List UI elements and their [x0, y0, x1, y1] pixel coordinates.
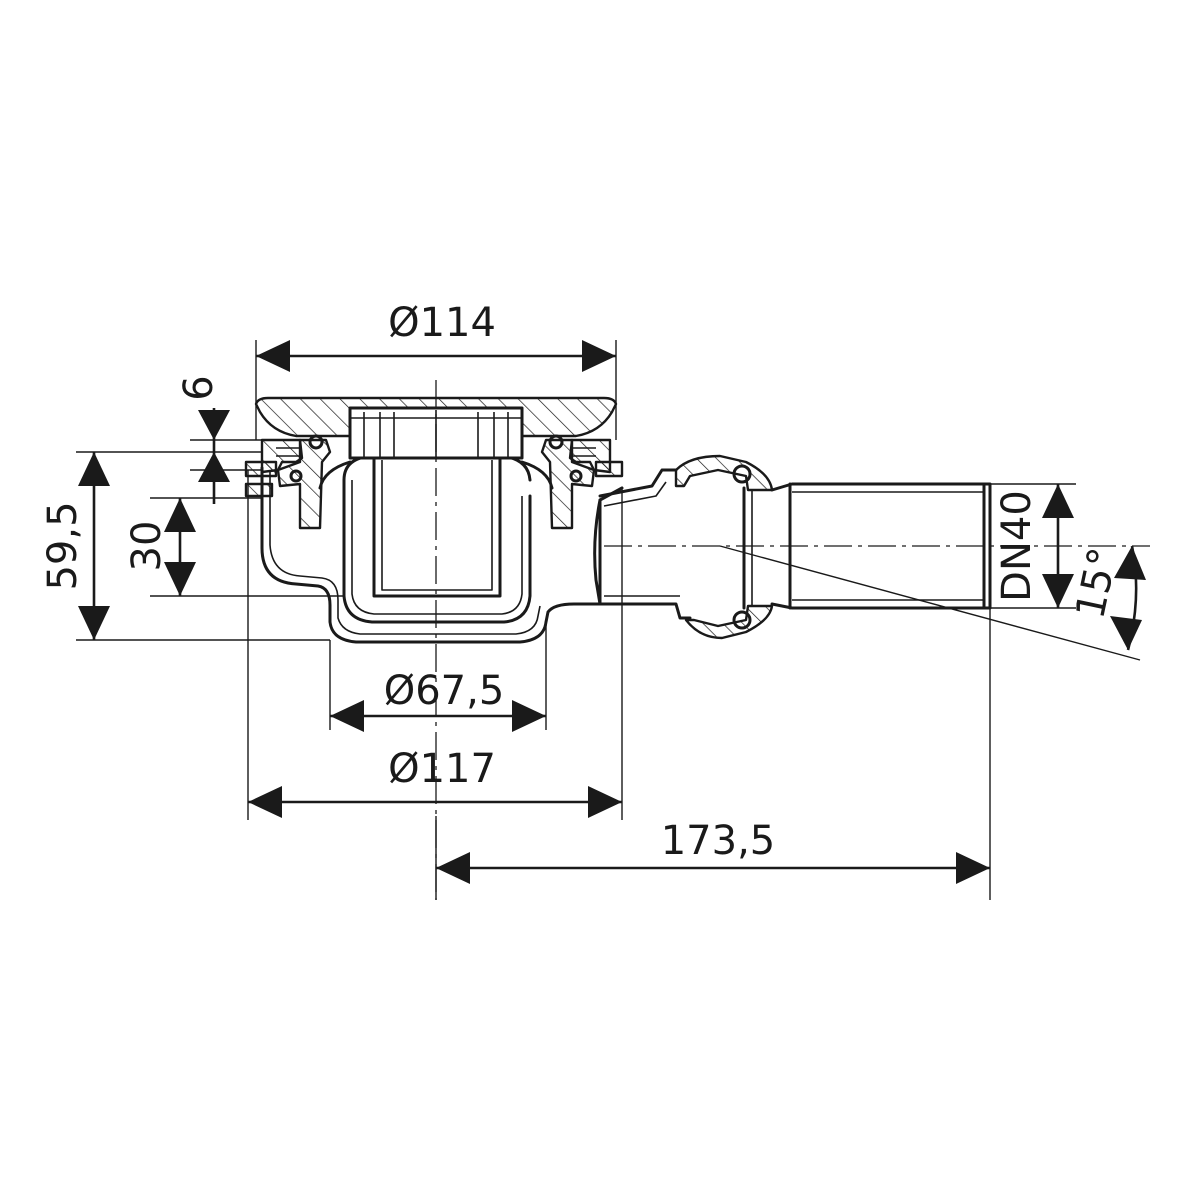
arrow-head: [956, 852, 990, 884]
clamp-ring-left: [244, 434, 332, 530]
dimension-label: Ø114: [388, 300, 496, 346]
arrow-head: [1042, 574, 1074, 608]
dimension-label: Ø117: [388, 746, 496, 792]
arrow-head: [436, 852, 470, 884]
arrow-head: [582, 340, 616, 372]
dimension-label: 173,5: [661, 818, 776, 864]
arrow-head: [1042, 484, 1074, 518]
arrow-head: [330, 700, 364, 732]
arrow-head: [198, 452, 230, 482]
dimension-label: DN40: [994, 490, 1040, 602]
dimension-label: 15°: [1067, 544, 1127, 623]
arrow-head: [78, 452, 110, 486]
dimension-outlet-angle: 15°: [1067, 544, 1146, 651]
arrow-head: [248, 786, 282, 818]
arrow-head: [1110, 616, 1142, 650]
arrow-head: [164, 498, 196, 532]
arrow-head: [512, 700, 546, 732]
dimension-flange-thickness: 6: [176, 375, 230, 504]
outlet-pipe: [593, 454, 992, 640]
arrow-head: [588, 786, 622, 818]
arrow-head: [164, 562, 196, 596]
arrow-head: [1114, 546, 1146, 580]
dimension-outlet-size: DN40: [994, 484, 1074, 608]
dimension-label: 6: [176, 375, 222, 400]
arrow-head: [256, 340, 290, 372]
dimension-label: Ø67,5: [384, 668, 505, 714]
dimension-total-height: 59,5: [40, 452, 110, 640]
dimension-top-diameter: Ø114: [256, 300, 616, 372]
dimension-label: 59,5: [40, 501, 86, 590]
drain-body: [260, 454, 624, 644]
dimension-outlet-length: 173,5: [436, 818, 990, 884]
construction-lines: [76, 340, 1150, 900]
dimension-body-diameter: Ø117: [248, 746, 622, 818]
clamp-ring-right: [540, 434, 624, 530]
dimension-water-seal: 30: [124, 498, 196, 596]
dimension-label: 30: [124, 521, 170, 572]
arrow-head: [198, 410, 230, 440]
arrow-head: [78, 606, 110, 640]
dimension-inner-diameter: Ø67,5: [330, 668, 546, 732]
